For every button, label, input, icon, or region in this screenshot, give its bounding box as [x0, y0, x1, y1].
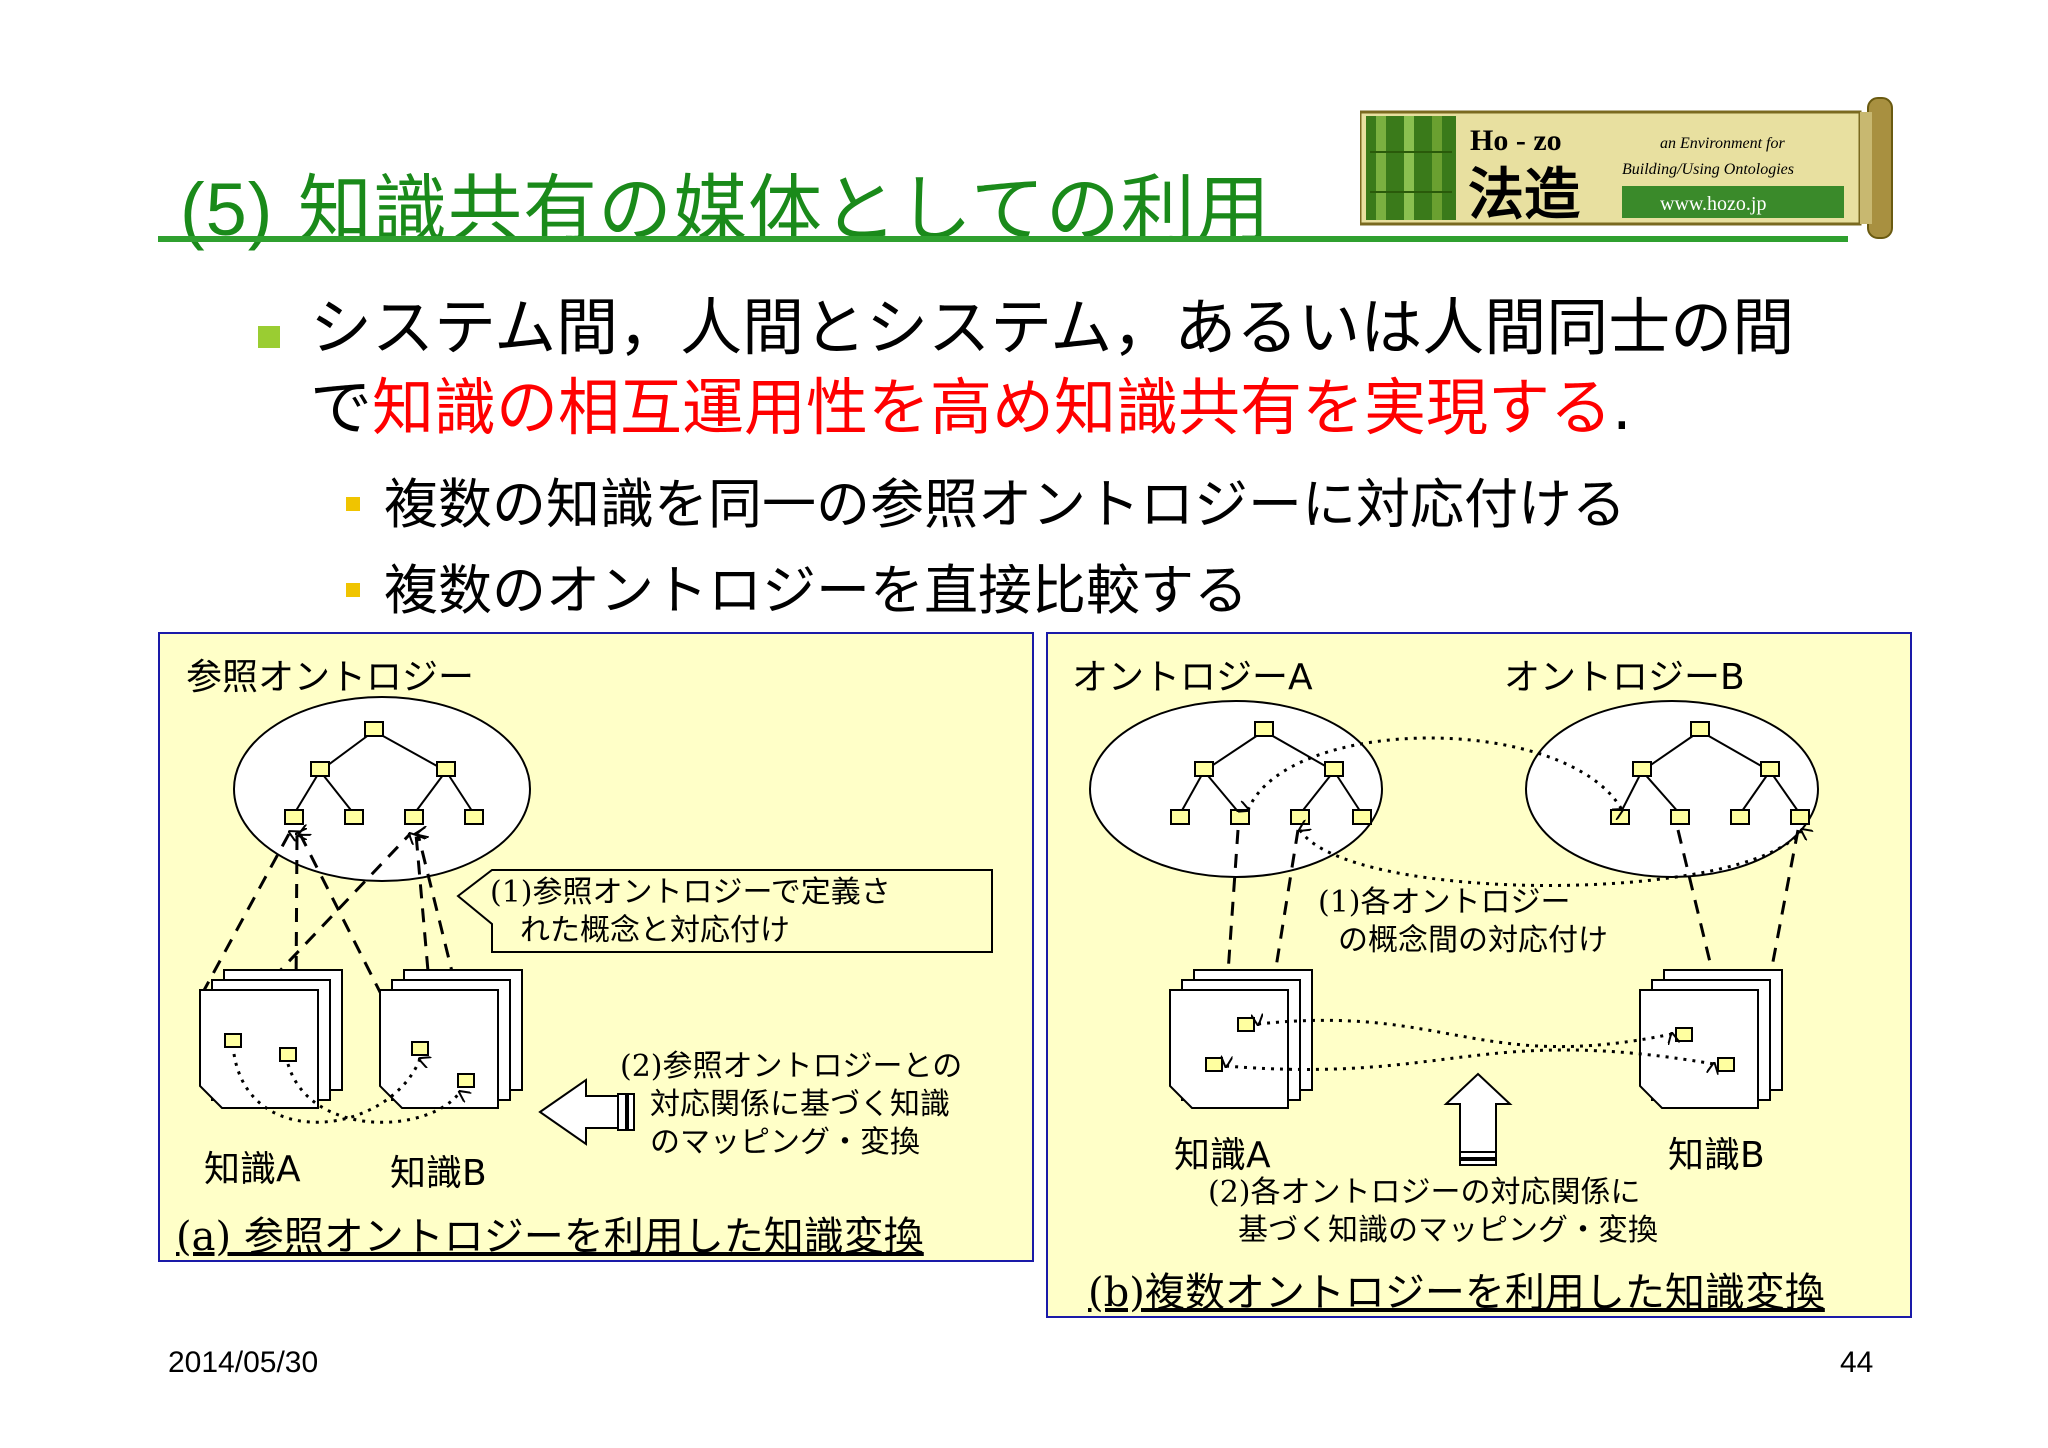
hozo-logo: Ho - zo 法造 an Environment for Building/U… [1358, 92, 1900, 242]
panel-a-label-knowledge-a: 知識A [204, 1149, 301, 1190]
knowledge-b-docs [379, 969, 523, 1109]
panel-b-note-2: (2)各オントロジーの対応関係に 基づく知識のマッピング・変換 [1208, 1175, 1658, 1248]
title-rule [158, 236, 1848, 242]
ontology-b-ellipse [1525, 700, 1819, 878]
panel-b-label-knowledge-a: 知識A [1174, 1135, 1271, 1176]
logo-brand-kanji: 法造 [1468, 165, 1580, 227]
panel-a: 参照オントロジー (1)参照オントロジーで定義さ れた概念と対応付け (2)参照… [158, 632, 1034, 1262]
panel-b-caption: (b)複数オントロジーを利用した知識変換 [1088, 1270, 1825, 1316]
ontology-a-ellipse [1089, 700, 1383, 878]
panel-b-label-knowledge-b: 知識B [1668, 1135, 1765, 1176]
highlight-text: 知識の相互運用性を高め知識共有を実現する [372, 371, 1613, 444]
logo-tagline-1: an Environment for [1660, 135, 1786, 152]
main-line-2: で知識の相互運用性を高め知識共有を実現する. [310, 371, 1632, 444]
slide-date: 2014/05/30 [168, 1346, 319, 1379]
knowledge-a-docs [1169, 969, 1313, 1109]
panel-b: オントロジーA オントロジーB (1)各オントロジー の概念間の対応付け 知識A… [1046, 632, 1912, 1318]
knowledge-b-docs [1639, 969, 1783, 1109]
hollow-arrow-left [538, 1078, 619, 1146]
logo-tagline-2: Building/Using Ontologies [1622, 161, 1794, 178]
panel-b-heading-ontology-b: オントロジーB [1504, 657, 1745, 698]
panel-b-note-1: (1)各オントロジー の概念間の対応付け [1318, 885, 1608, 958]
knowledge-a-docs [199, 969, 343, 1109]
panel-a-note-2: (2)参照オントロジーとの 対応関係に基づく知識 のマッピング・変換 [620, 1049, 963, 1160]
panel-a-note-1: (1)参照オントロジーで定義さ れた概念と対応付け [490, 875, 891, 948]
bullet-sub-1 [346, 497, 360, 511]
hollow-arrow-up [1443, 1072, 1513, 1153]
bullet-sub-2 [346, 583, 360, 597]
main-line-1: システム間，人間とシステム，あるいは人間同士の間 [310, 291, 1795, 364]
panel-b-heading-ontology-a: オントロジーA [1072, 657, 1313, 698]
bullet-main [258, 326, 280, 348]
page-number: 44 [1840, 1346, 1874, 1379]
panel-a-label-knowledge-b: 知識B [390, 1153, 487, 1194]
logo-brand-top: Ho - zo [1470, 124, 1562, 157]
callout-1 [456, 869, 993, 953]
main-bullet-text: システム間，人間とシステム，あるいは人間同士の間 で知識の相互運用性を高め知識共… [310, 288, 1794, 448]
panel-a-heading: 参照オントロジー [186, 657, 475, 698]
logo-url: www.hozo.jp [1660, 193, 1766, 215]
sub-bullet-1: 複数の知識を同一の参照オントロジーに対応付ける [384, 473, 1626, 536]
sub-bullet-2: 複数のオントロジーを直接比較する [384, 559, 1248, 622]
panel-a-caption: (a) 参照オントロジーを利用した知識変換 [176, 1214, 924, 1260]
